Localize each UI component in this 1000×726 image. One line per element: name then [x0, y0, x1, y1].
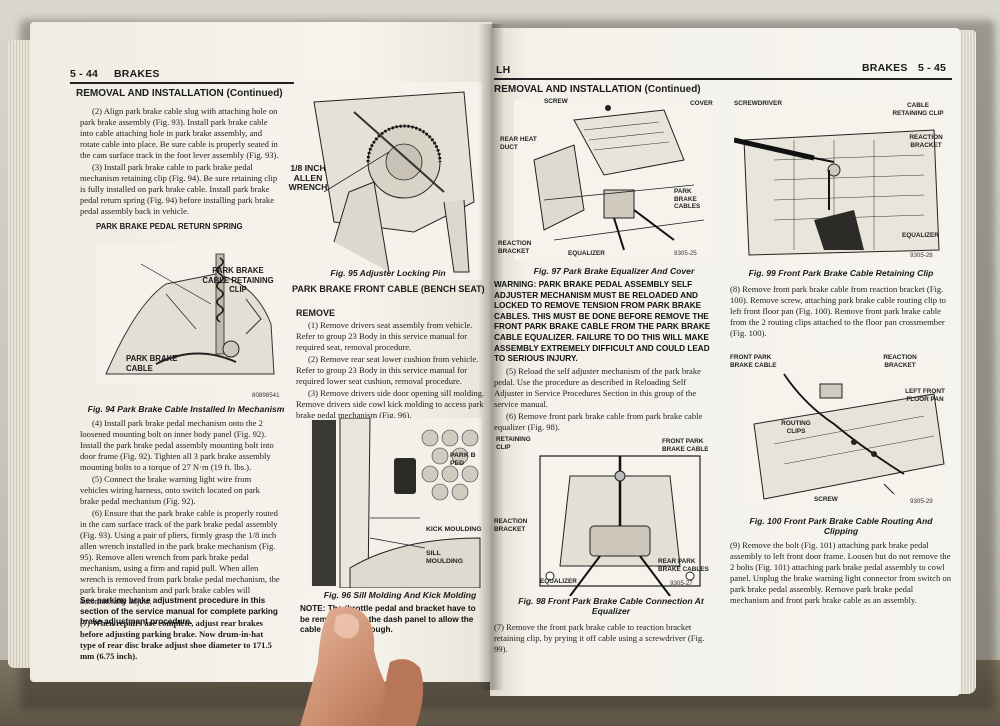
fig98-label-equalizer: EQUALIZER	[540, 578, 577, 585]
left-section-title: REMOVAL AND INSTALLATION (Continued)	[76, 88, 283, 99]
fig100-code: 9305-29	[910, 498, 933, 505]
right-section-title: REMOVAL AND INSTALLATION (Continued)	[494, 84, 701, 95]
fig97-label-reaction: REACTION BRACKET	[498, 240, 532, 255]
fig97-label-cover: COVER	[690, 100, 713, 107]
fig99-drawing	[734, 100, 948, 260]
fig100-caption: Fig. 100 Front Park Brake Cable Routing …	[749, 516, 933, 536]
page-edges-right	[958, 30, 976, 694]
right-header-rule	[494, 78, 952, 80]
right-para-8: (8) Remove front park brake cable from r…	[730, 284, 946, 338]
fig98-drawing	[530, 446, 710, 596]
left-para-4: (4) Install park brake pedal mechanism o…	[80, 418, 274, 472]
fig94-caption: Fig. 94 Park Brake Cable Installed In Me…	[87, 404, 285, 414]
fig95-caption: Fig. 95 Adjuster Locking Pin	[330, 268, 446, 278]
thumb-image	[300, 606, 424, 726]
fig98-label-retaining: RETAINING CLIP	[496, 436, 531, 451]
left-para-3: (3) Install park brake cable to park bra…	[80, 162, 278, 216]
fig100-drawing	[744, 354, 948, 504]
right-section-header: BRAKES	[862, 62, 908, 74]
left-para-5: (5) Connect the brake warning light wire…	[80, 474, 260, 506]
fig99-label-reaction: REACTION BRACKET	[909, 134, 943, 149]
fig95-drawing	[294, 82, 482, 280]
left-column-1-top: (2) Align park brake cable slug with att…	[80, 106, 280, 218]
fig94-label-return-spring: PARK BRAKE PEDAL RETURN SPRING	[96, 222, 243, 231]
book-gutter	[478, 24, 504, 690]
left-para-7: (7) When repairs are complete, adjust re…	[80, 618, 272, 661]
fig99-label-equalizer: EQUALIZER	[902, 232, 939, 239]
fig98-label-front: FRONT PARK BRAKE CABLE	[662, 438, 709, 453]
fig95-label-wrench: 1/8 INCH ALLEN WRENCH	[288, 163, 328, 192]
right-lh-marker: LH	[496, 64, 510, 76]
remove-title: REMOVE	[296, 308, 336, 318]
fig99-caption: Fig. 99 Front Park Brake Cable Retaining…	[748, 268, 934, 278]
fig97-code: 9305-25	[674, 250, 697, 257]
left-section-header: BRAKES	[114, 68, 160, 80]
fig97-label-screw: SCREW	[544, 98, 568, 105]
fig97-label-cables: PARK BRAKE CABLES	[674, 188, 701, 210]
warning-text: WARNING: PARK BRAKE PEDAL ASSEMBLY SELF …	[494, 280, 711, 364]
fig98-label-rear: REAR PARK BRAKE CABLES	[658, 558, 709, 573]
fig94-drawing	[96, 244, 282, 384]
fig99-label-retaining: CABLE RETAINING CLIP	[892, 102, 944, 117]
right-para-5: (5) Reload the self adjuster mechanism o…	[494, 366, 701, 409]
left-para-6-bold: See parking brake adjustment procedure i…	[80, 596, 278, 627]
fig99-label-screwdriver: SCREWDRIVER	[734, 100, 782, 107]
left-para-6: (6) Ensure that the park brake cable is …	[80, 508, 280, 606]
remove-step-3: (3) Remove drivers side door opening sil…	[296, 388, 485, 420]
left-page: 5 - 44 BRAKES REMOVAL AND INSTALLATION (…	[30, 22, 492, 682]
fig97-caption: Fig. 97 Park Brake Equalizer And Cover	[533, 266, 695, 276]
left-para-2: (2) Align park brake cable slug with att…	[80, 106, 279, 160]
right-para-7: (7) Remove the front park brake cable to…	[494, 622, 705, 654]
fig94-label-cable: PARK BRAKE CABLE	[126, 354, 178, 373]
right-column-1-text: (5) Reload the self adjuster mechanism o…	[494, 366, 716, 434]
right-para-6: (6) Remove front park brake cable from p…	[494, 411, 703, 432]
left-header-rule	[70, 82, 480, 84]
fig98-caption: Fig. 98 Front Park Brake Cable Connectio…	[518, 596, 704, 616]
fig100-label-reaction: REACTION BRACKET	[883, 354, 917, 369]
sub-title-front-cable: PARK BRAKE FRONT CABLE (BENCH SEAT)	[292, 284, 485, 294]
left-column-2-remove: (1) Remove drivers seat assembly from ve…	[296, 320, 486, 422]
fig94-code: 80898541	[252, 392, 280, 399]
fig96-drawing	[310, 418, 482, 588]
fig98-code: 9305-27	[670, 580, 693, 587]
fig96-label-sill: SILL MOULDING	[426, 550, 464, 565]
fig97-label-rear-heat: REAR HEAT DUCT	[500, 136, 537, 151]
left-column-1-bottom: (4) Install park brake pedal mechanism o…	[80, 418, 280, 608]
remove-step-1: (1) Remove drivers seat assembly from ve…	[296, 320, 473, 352]
fig97-drawing	[514, 100, 714, 260]
left-page-number: 5 - 44	[70, 68, 99, 80]
fig100-label-screw: SCREW	[814, 496, 838, 503]
fig98-label-reaction: REACTION BRACKET	[494, 518, 528, 533]
right-page-number: 5 - 45	[918, 62, 947, 74]
fig94-label-retaining-clip: PARK BRAKE CABLE RETAINING CLIP	[202, 266, 274, 294]
fig100-label-floor: LEFT FRONT FLOOR PAN	[905, 388, 945, 403]
right-para-9: (9) Remove the bolt (Fig. 101) attaching…	[730, 540, 951, 605]
remove-step-2: (2) Remove rear seat lower cushion from …	[296, 354, 479, 386]
fig96-label-kick: KICK MOULDING	[426, 526, 482, 533]
fig100-label-front: FRONT PARK BRAKE CABLE	[730, 354, 777, 369]
fig96-caption: Fig. 96 Sill Molding And Kick Molding	[323, 590, 477, 600]
right-page: LH BRAKES 5 - 45 REMOVAL AND INSTALLATIO…	[490, 28, 960, 696]
fig96-label-park: PARK B PED	[450, 452, 476, 467]
fig100-label-routing: ROUTING CLIPS	[781, 420, 811, 435]
fig99-code: 9305-28	[910, 252, 933, 259]
fig97-label-equalizer: EQUALIZER	[568, 250, 605, 257]
